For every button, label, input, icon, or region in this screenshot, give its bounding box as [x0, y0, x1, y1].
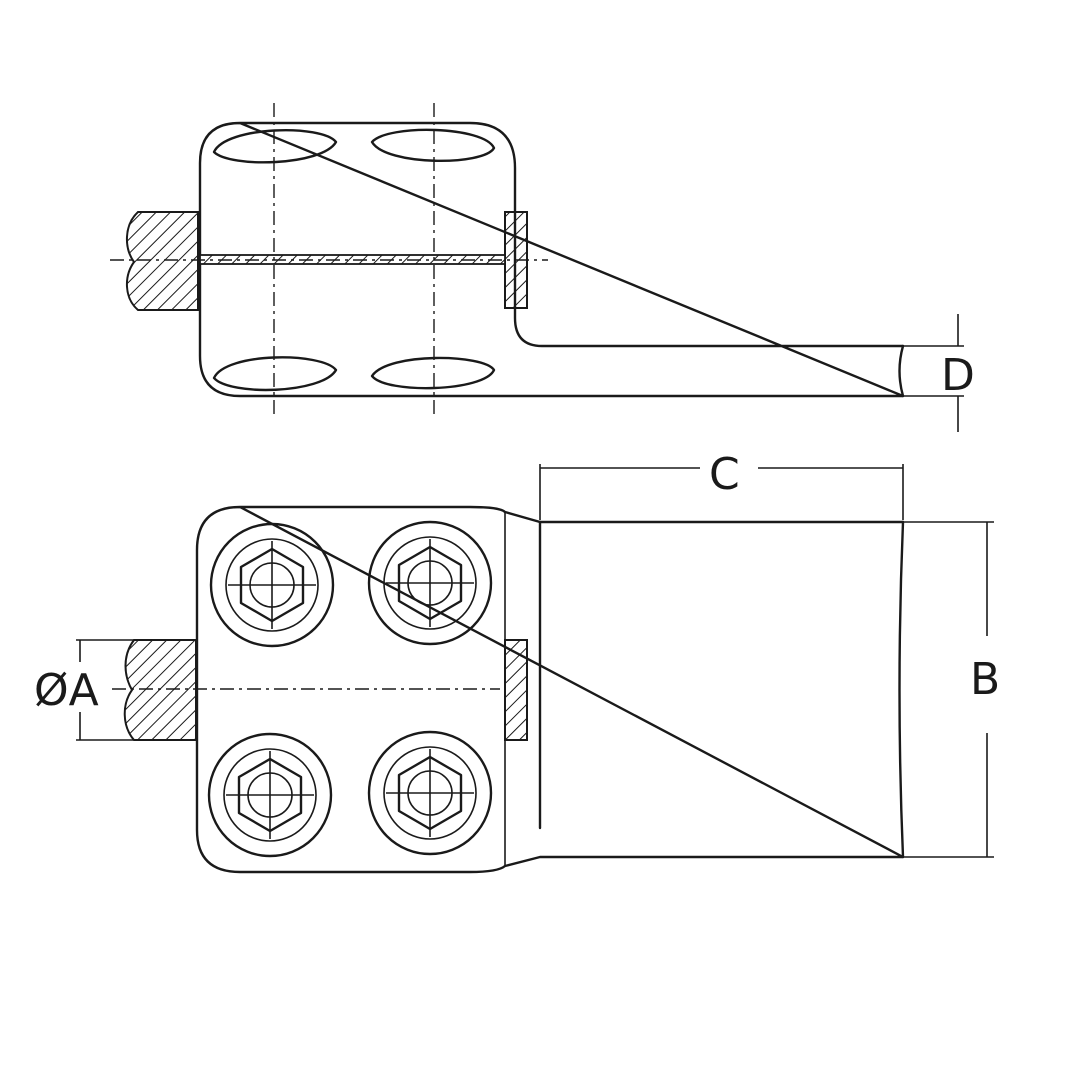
bolt-washer [207, 732, 333, 858]
side-bolt-head-bottom-1 [212, 356, 338, 392]
dim-d-label: D [941, 350, 975, 401]
bolt-top-left [209, 522, 335, 648]
bolt-ring [223, 748, 317, 842]
bolt-bottom-left [207, 732, 333, 858]
dim-b-label: B [970, 654, 1000, 705]
side-bolt-head-bottom-2 [370, 356, 496, 390]
bolt-ring [225, 538, 319, 632]
plan-conductor-left [123, 639, 197, 741]
bolt-washer [367, 730, 493, 856]
plan-body-outline [195, 505, 905, 874]
bolt-bottom-right [367, 730, 493, 856]
side-tongue-end [898, 344, 905, 398]
side-bolt-head-top-1 [212, 129, 338, 164]
side-bolt-head-top-2 [370, 128, 496, 163]
plan-view: C B ØA [34, 449, 1000, 874]
dim-a-label: ØA [34, 665, 99, 716]
dim-c-label: C [709, 449, 740, 500]
bolt-ring [383, 746, 477, 840]
bolt-top-right [367, 520, 493, 646]
side-view: D [110, 103, 975, 432]
bolt-ring [383, 536, 477, 630]
plan-conductor-right [504, 639, 528, 741]
plan-pad-right-edge [898, 520, 905, 859]
bolt-washer [209, 522, 335, 648]
bolt-washer [367, 520, 493, 646]
side-conductor-left [126, 211, 199, 311]
